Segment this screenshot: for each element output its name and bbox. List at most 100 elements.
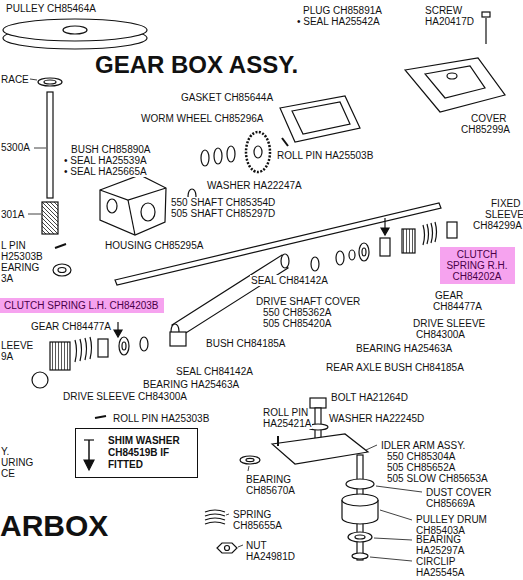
leader-lines (226, 514, 229, 515)
part-label: 505 SLOW CH85653A (386, 473, 489, 484)
part-label: IDLER ARM ASSY. (380, 440, 466, 451)
part-label: WASHER HA22245D (328, 413, 425, 424)
part-label: DRIVE SHAFT COVER (255, 296, 361, 307)
leader-lines (370, 557, 412, 561)
drive-shaft-cover (281, 254, 289, 268)
part-label: ROLL PIN HA25303B (112, 413, 210, 424)
part-label: RACE (0, 74, 30, 85)
leader-lines (28, 79, 422, 561)
housing (100, 175, 166, 235)
pulley (3, 19, 147, 49)
leader-lines (238, 545, 243, 547)
idler-arm (310, 398, 326, 408)
worm (42, 202, 58, 234)
leader-lines (366, 445, 377, 450)
part-label: SEAL CH84142A (175, 366, 254, 377)
part-label: SCREW (424, 5, 463, 16)
right-clutch-parts (311, 257, 319, 271)
part-label: FIXED (490, 198, 521, 209)
screw (482, 12, 490, 44)
bearing (53, 264, 71, 276)
idler-arm (272, 434, 368, 464)
worm (42, 202, 58, 234)
small-parts (225, 546, 230, 551)
small-parts (246, 458, 254, 461)
bush-seals (201, 150, 209, 166)
part-label: GASKET CH85644A (180, 92, 274, 103)
idler-arm (277, 436, 279, 446)
gasket (280, 96, 360, 142)
race (44, 80, 56, 84)
shim-arrow-left (114, 322, 122, 337)
part-label: BUSH CH85890A (70, 144, 151, 155)
small-parts (217, 543, 237, 553)
part-label: GEAR CH84477A (30, 321, 112, 332)
right-clutch-parts (362, 248, 366, 256)
right-clutch-parts (349, 250, 355, 260)
roll-pin (282, 138, 288, 146)
part-label: 5300A (0, 142, 31, 153)
roll-pin (55, 244, 66, 248)
leader-lines (30, 79, 37, 80)
part-label: 550 CH85362A (262, 307, 332, 318)
pulley-drum-stack (342, 494, 378, 506)
part-label: CH85670A (245, 485, 296, 496)
part-label: LEEVE (0, 340, 34, 351)
part-label: CH85669A (425, 498, 476, 509)
pulley (3, 19, 147, 41)
part-label: EARING (0, 262, 40, 273)
leader-lines (34, 148, 46, 149)
part-label: ROLL PIN HA25503B (276, 150, 374, 161)
part-label: 9A (0, 351, 14, 362)
left-clutch-parts (32, 332, 186, 418)
cover (405, 58, 505, 112)
part-label: HA24981D (245, 551, 296, 562)
part-label: GEAR (434, 290, 464, 301)
part-label: 505 CH85652A (386, 462, 456, 473)
screw (485, 18, 486, 44)
part-label: DUST COVER (425, 487, 492, 498)
note-box: SHIM WASHER CH84519B IF FITTED (75, 428, 198, 478)
cover (405, 58, 505, 112)
left-clutch-parts (170, 332, 186, 346)
gasket (292, 102, 350, 134)
part-label: H25303B (0, 251, 44, 262)
roll-pin (282, 138, 288, 146)
pulley-drum-stack (346, 479, 374, 489)
left-clutch-parts (140, 337, 148, 351)
right-clutch-parts (447, 222, 457, 238)
part-label: BEARING (245, 474, 292, 485)
part-label: WASHER HA22247A (206, 180, 303, 191)
part-label: DRIVE SLEEVE CH84300A (62, 391, 188, 402)
part-label: SLEEVE (484, 209, 523, 220)
part-label: NUT (245, 540, 268, 551)
part-label: COVER (470, 113, 508, 124)
left-clutch-parts (98, 339, 108, 357)
part-label: PLUG CH85891A (302, 5, 383, 16)
part-label: BEARING HA25463A (142, 379, 240, 390)
node-text: SHIM WASHER CH84519B IF FITTED (108, 435, 188, 471)
cover (425, 66, 485, 98)
part-label: HA25545A (415, 567, 465, 578)
bearing (58, 268, 66, 273)
part-label: ROLL PIN (262, 407, 309, 418)
leader-lines (374, 538, 412, 540)
housing (100, 188, 166, 200)
worm-wheel (254, 146, 262, 158)
part-label: • SEAL HA25539A (63, 155, 148, 166)
part-label: HA25297A (415, 545, 465, 556)
left-clutch-parts (50, 342, 70, 370)
right-clutch-parts (423, 222, 437, 245)
leader-lines (28, 214, 41, 215)
worm-wheel (246, 132, 270, 172)
diagram-title: GEAR BOX ASSY. (95, 52, 298, 78)
bush-seals (227, 146, 235, 162)
part-label: • SEAL HA25542A (296, 16, 381, 27)
pulley-drum-stack (348, 532, 372, 542)
part-label: BOLT HA21264D (330, 392, 409, 403)
small-parts (240, 456, 260, 464)
drawing-part (3, 12, 505, 561)
part-label: URING (0, 457, 34, 468)
part-label: REAR AXLE BUSH CH84185A (325, 362, 465, 373)
part-label: 3A (0, 273, 14, 284)
